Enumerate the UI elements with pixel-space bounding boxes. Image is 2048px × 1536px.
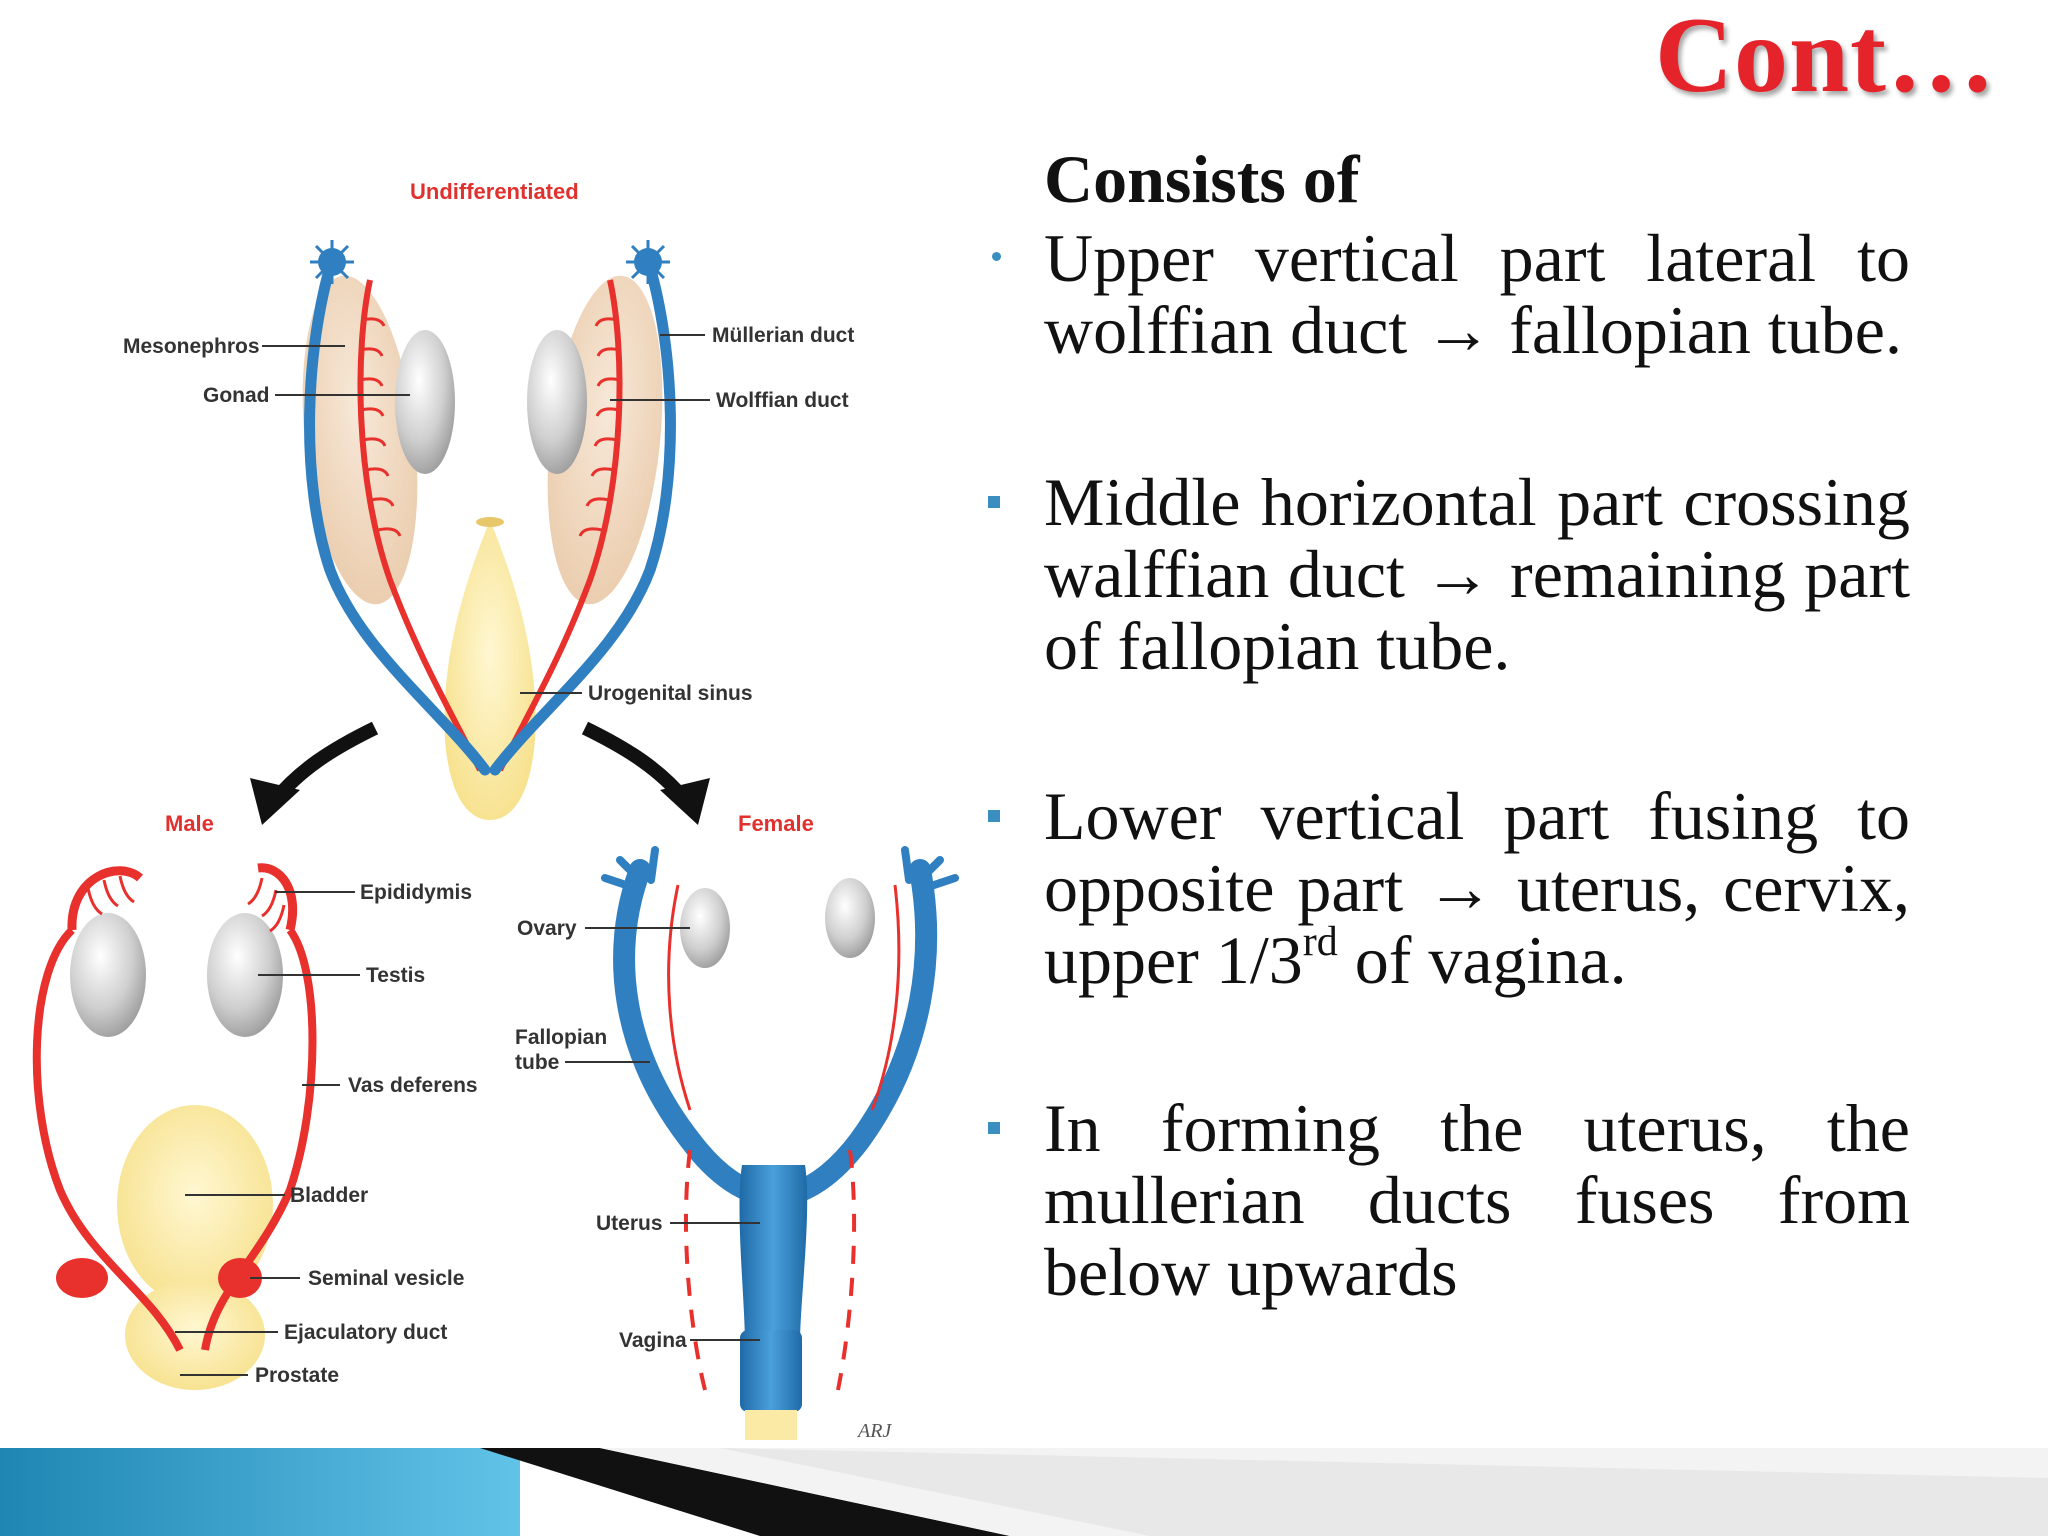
male-system xyxy=(32,863,317,1390)
label-female: Female xyxy=(738,811,814,836)
bullet-text: Upper vertical part lateral to wolffian … xyxy=(1044,220,1910,369)
bullet-dot-icon xyxy=(992,252,1001,262)
label-ejaculatory-duct: Ejaculatory duct xyxy=(284,1321,447,1344)
mullerian-duct-left xyxy=(304,254,491,776)
label-mesonephros: Mesonephros xyxy=(123,335,260,358)
label-epididymis: Epididymis xyxy=(360,881,472,904)
bullet-text: Middle horizontal part crossing walffian… xyxy=(1044,464,1910,685)
mullerian-duct-right xyxy=(489,254,676,776)
duct-development-diagram: Undifferentiated xyxy=(32,179,959,1440)
fimbria-icons xyxy=(318,248,662,276)
label-undifferentiated: Undifferentiated xyxy=(410,179,579,204)
label-gonad: Gonad xyxy=(203,384,270,407)
gonad-right xyxy=(527,330,587,474)
label-prostate: Prostate xyxy=(255,1364,339,1387)
bullet-square-icon xyxy=(988,810,1000,823)
artist-signature: ARJ xyxy=(856,1420,892,1440)
bullet-item: Lower vertical part fusing to opposite p… xyxy=(988,780,1910,996)
label-vagina: Vagina xyxy=(619,1329,687,1352)
label-uterus: Uterus xyxy=(596,1212,663,1235)
label-vas-deferens: Vas deferens xyxy=(348,1074,478,1097)
label-fallopian-tube-line1: Fallopian xyxy=(515,1026,607,1049)
mesonephric-tubules xyxy=(359,317,621,537)
urogenital-sinus xyxy=(444,520,536,820)
content-heading: Consists of xyxy=(1044,141,1360,217)
wolffian-duct-left xyxy=(357,279,483,772)
label-seminal-vesicle: Seminal vesicle xyxy=(308,1267,464,1290)
bullet-item: Middle horizontal part crossing walffian… xyxy=(988,466,1910,682)
bullet-square-icon xyxy=(988,1122,1000,1135)
label-wolffian-duct: Wolffian duct xyxy=(716,389,849,412)
female-system xyxy=(601,846,959,1440)
label-male: Male xyxy=(165,811,214,836)
bullet-item: Upper vertical part lateral to wolffian … xyxy=(988,222,1910,366)
gonad-left xyxy=(395,330,455,474)
bullet-square-icon xyxy=(988,496,1000,509)
label-ovary: Ovary xyxy=(517,917,577,940)
slide-content: Consists of Upper vertical part lateral … xyxy=(988,140,1910,1308)
bullet-text: In forming the uterus, the mullerian duc… xyxy=(1044,1090,1910,1311)
bullet-text-before: Lower vertical part fusing to opposite p… xyxy=(1044,778,1910,999)
label-fallopian-tube-line2: tube xyxy=(515,1051,559,1074)
label-bladder: Bladder xyxy=(290,1184,368,1207)
label-testis: Testis xyxy=(366,964,425,987)
bullet-text-after: of vagina. xyxy=(1337,922,1627,999)
bullet-list: Upper vertical part lateral to wolffian … xyxy=(988,222,1910,1308)
bullet-text-superscript: rd xyxy=(1302,919,1338,966)
footer-decoration xyxy=(0,1448,2048,1536)
label-urogenital-sinus: Urogenital sinus xyxy=(588,682,753,705)
wolffian-duct-right xyxy=(497,279,623,772)
label-mullerian-duct: Müllerian duct xyxy=(712,324,854,347)
bullet-item: In forming the uterus, the mullerian duc… xyxy=(988,1092,1910,1308)
slide-title: Cont… xyxy=(1655,0,1997,115)
